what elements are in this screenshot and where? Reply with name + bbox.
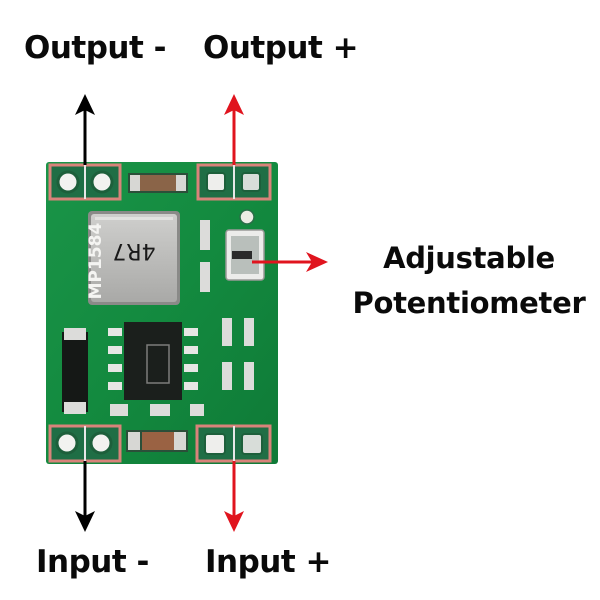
output-negative-arrow	[75, 94, 95, 165]
potentiometer-label: Adjustable Potentiometer	[338, 236, 600, 326]
inductor: 4R7	[88, 211, 180, 305]
input-negative-terminal	[48, 424, 122, 463]
top-capacitor	[128, 173, 188, 193]
output-negative-terminal	[48, 163, 122, 201]
potentiometer-arrow	[252, 252, 328, 272]
input-negative-arrow	[75, 461, 95, 532]
smd-resistors	[110, 220, 254, 416]
bottom-capacitor	[126, 430, 188, 452]
potentiometer-label-line2: Potentiometer	[352, 286, 586, 320]
mount-hole	[239, 209, 255, 225]
input-positive-arrow	[224, 461, 244, 532]
output-positive-label: Output +	[203, 30, 359, 66]
potentiometer-label-line1: Adjustable	[383, 241, 555, 275]
input-negative-label: Input -	[36, 544, 149, 580]
converter-ic	[108, 322, 198, 400]
input-positive-terminal	[195, 424, 272, 463]
output-positive-terminal	[196, 163, 272, 201]
input-positive-label: Input +	[205, 544, 331, 580]
output-positive-arrow	[224, 94, 244, 165]
diode	[62, 328, 88, 414]
inductor-marking: 4R7	[112, 238, 155, 263]
pcb-board	[46, 162, 278, 464]
output-negative-label: Output -	[24, 30, 166, 66]
adjustable-potentiometer	[225, 229, 265, 281]
chip-marking: MP1584	[86, 222, 106, 299]
